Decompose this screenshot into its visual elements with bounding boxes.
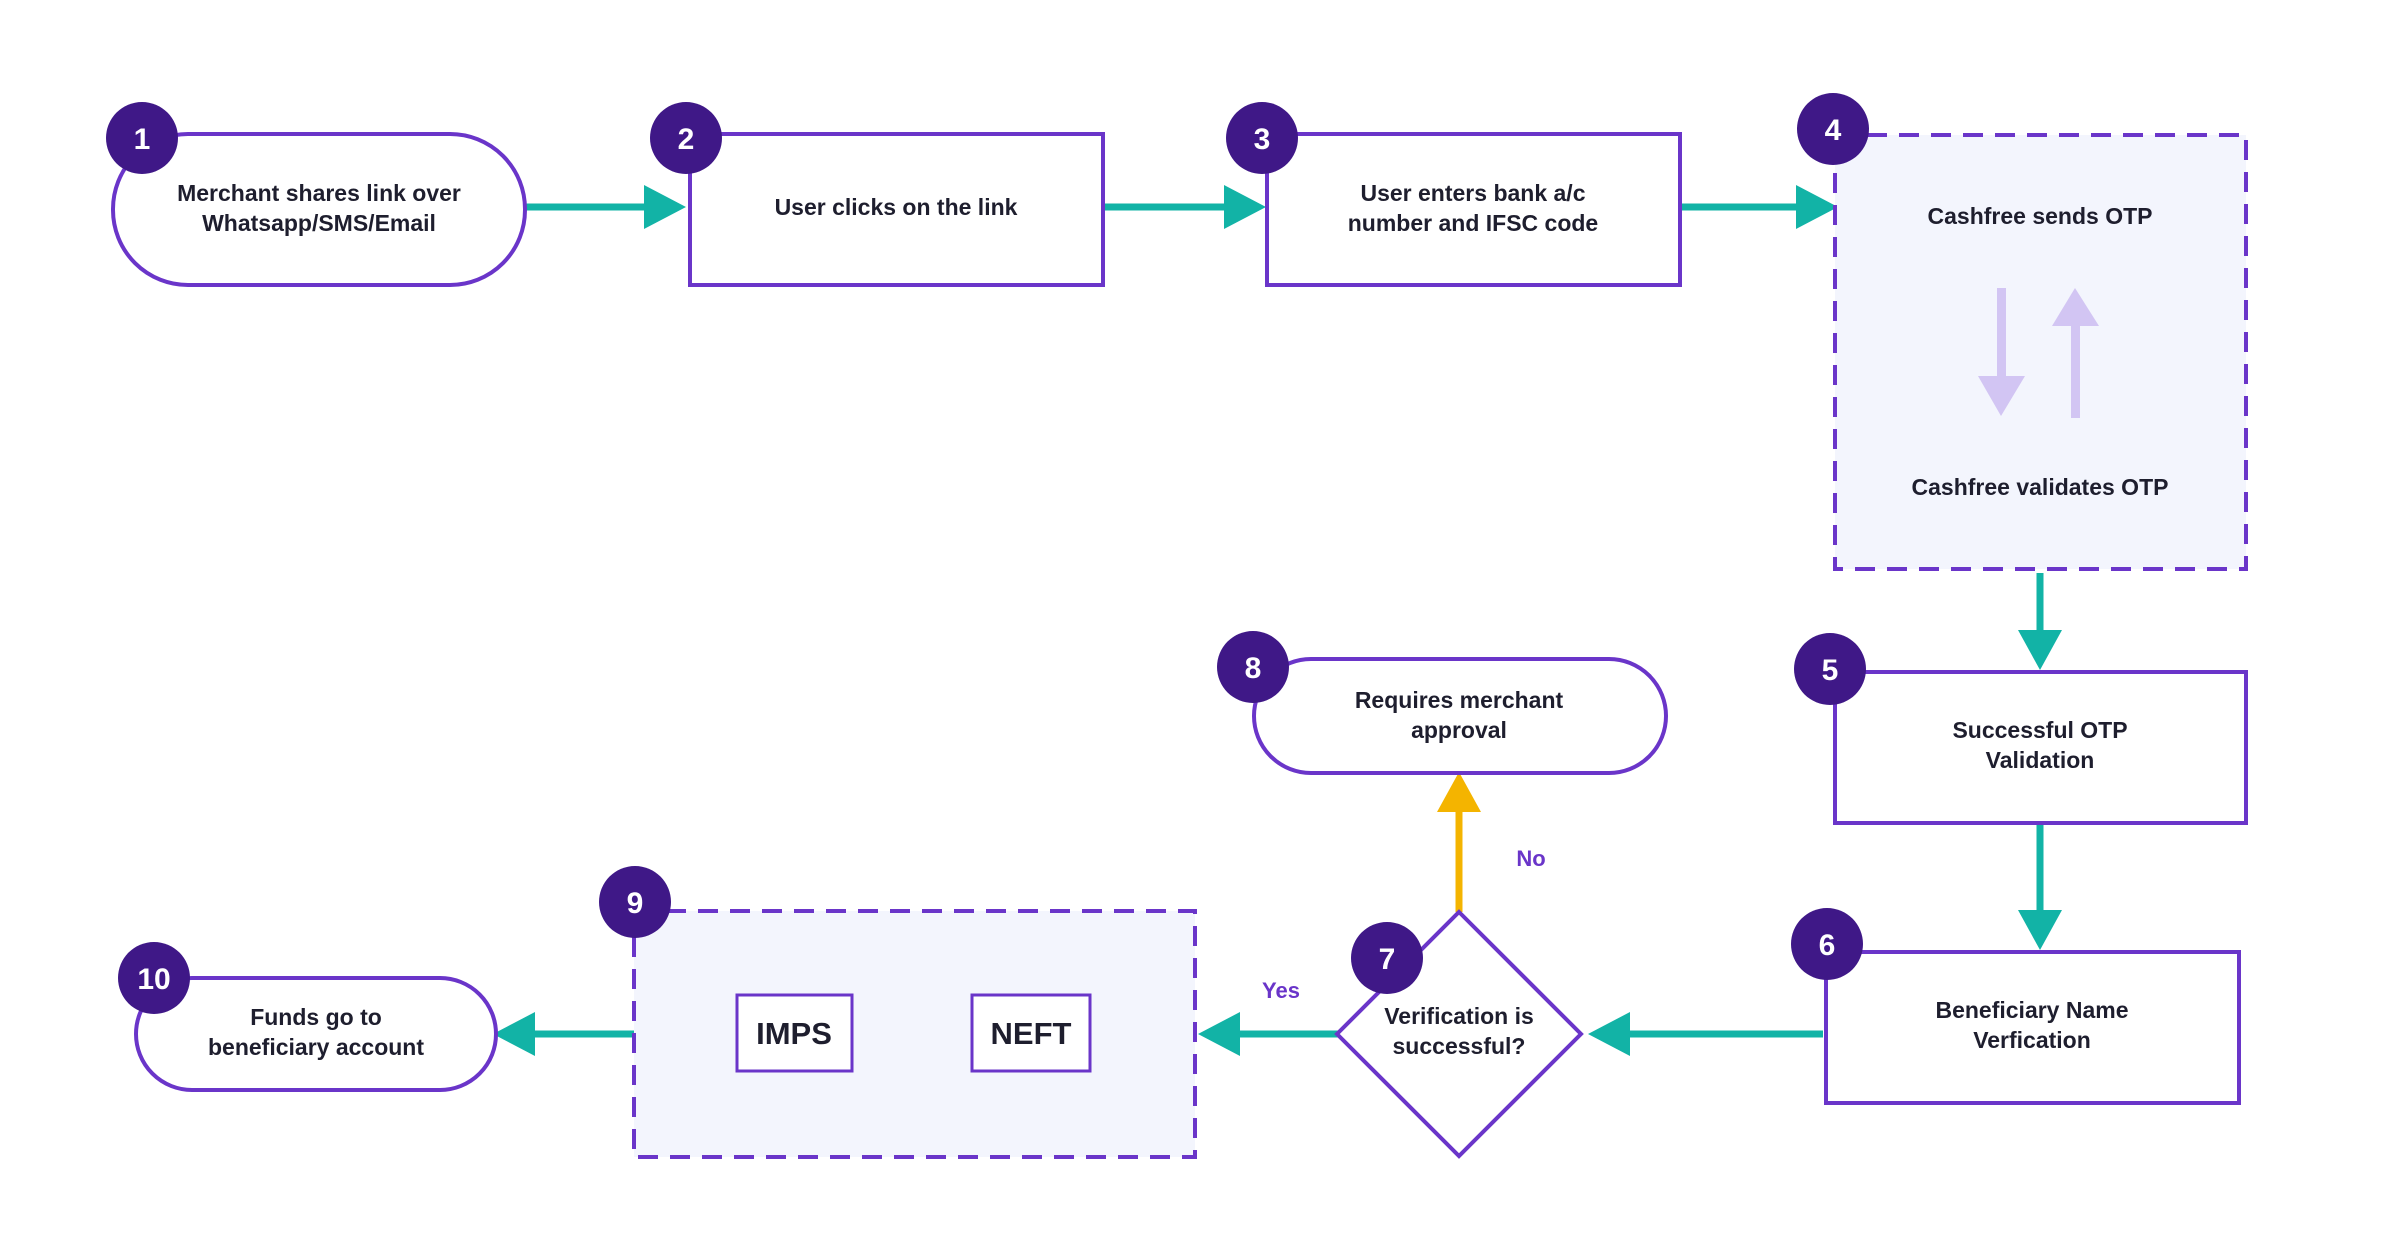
- node-5-shape: [1833, 670, 2248, 825]
- badge-8-number: 8: [1245, 652, 1262, 685]
- node-4-panel: [1833, 133, 2248, 571]
- node-8-line1: Requires merchant: [1355, 687, 1564, 713]
- badge-7-number: 7: [1379, 943, 1396, 976]
- badge-7: 7: [1351, 922, 1423, 994]
- node-9: IMPS NEFT: [632, 909, 1197, 1159]
- node-4-bottom-text: Cashfree validates OTP: [1912, 474, 2169, 500]
- arrowhead-5-6: [2018, 910, 2062, 950]
- node-8-line2: approval: [1411, 717, 1507, 743]
- badge-10-number: 10: [137, 963, 170, 996]
- badge-9: 9: [599, 866, 671, 938]
- otp-down-arrow-shaft: [1997, 288, 2006, 380]
- badge-8-circle: [1217, 631, 1289, 703]
- arrowhead-4-5: [2018, 630, 2062, 670]
- badge-4: 4: [1797, 93, 1869, 165]
- badge-1-circle: [106, 102, 178, 174]
- badge-2: 2: [650, 102, 722, 174]
- node-10-line2: beneficiary account: [208, 1034, 424, 1060]
- badge-2-number: 2: [678, 123, 695, 156]
- node-4-top-text: Cashfree sends OTP: [1928, 203, 2153, 229]
- badge-1: 1: [106, 102, 178, 174]
- node-1-line2: Whatsapp/SMS/Email: [202, 210, 436, 236]
- arrowhead-7-9: [1198, 1012, 1240, 1056]
- node-7-line1: Verification is: [1384, 1003, 1534, 1029]
- otp-up-arrow-icon: [2052, 288, 2099, 326]
- badge-5-number: 5: [1822, 654, 1839, 687]
- node-8-shape: [1252, 657, 1668, 775]
- arrowhead-6-7: [1588, 1012, 1630, 1056]
- edge-label-yes: Yes: [1262, 978, 1300, 1003]
- arrowhead-7-8: [1437, 772, 1481, 812]
- arrowhead-1-2: [644, 185, 686, 229]
- node-10: Funds go to beneficiary account: [134, 976, 498, 1092]
- node-6-line2: Verfication: [1973, 1027, 2091, 1053]
- arrowhead-2-3: [1224, 185, 1266, 229]
- badge-6-circle: [1791, 908, 1863, 980]
- badge-4-number: 4: [1825, 114, 1842, 147]
- badge-1-number: 1: [134, 123, 151, 156]
- badge-3-circle: [1226, 102, 1298, 174]
- node-10-line1: Funds go to: [250, 1004, 382, 1030]
- method-imps-box: [735, 993, 854, 1073]
- node-5: Successful OTP Validation: [1833, 670, 2248, 825]
- node-1: Merchant shares link over Whatsapp/SMS/E…: [111, 132, 527, 287]
- node-8: Requires merchant approval: [1252, 657, 1668, 775]
- node-7-line2: successful?: [1393, 1033, 1526, 1059]
- badges: 1 2 3 4 5 6 7 8: [106, 93, 1869, 1014]
- badge-3: 3: [1226, 102, 1298, 174]
- edge-label-no: No: [1516, 846, 1545, 871]
- otp-up-arrow-shaft: [2071, 320, 2080, 418]
- node-6-line1: Beneficiary Name: [1935, 997, 2128, 1023]
- edges: [493, 185, 2062, 1056]
- node-6: Beneficiary Name Verfication: [1824, 950, 2241, 1105]
- node-3: User enters bank a/c number and IFSC cod…: [1265, 132, 1682, 287]
- node-3-line2: number and IFSC code: [1348, 210, 1598, 236]
- node-2-line1: User clicks on the link: [775, 194, 1018, 220]
- badge-6-number: 6: [1819, 929, 1836, 962]
- badge-6: 6: [1791, 908, 1863, 980]
- badge-8: 8: [1217, 631, 1289, 703]
- badge-10: 10: [118, 942, 190, 1014]
- badge-10-circle: [118, 942, 190, 1014]
- node-6-shape: [1824, 950, 2241, 1105]
- badge-3-number: 3: [1254, 123, 1271, 156]
- badge-4-circle: [1797, 93, 1869, 165]
- method-neft-box: [970, 993, 1092, 1073]
- node-1-line1: Merchant shares link over: [177, 180, 461, 206]
- node-2: User clicks on the link: [688, 132, 1105, 287]
- badge-9-circle: [599, 866, 671, 938]
- badge-2-circle: [650, 102, 722, 174]
- node-3-shape: [1265, 132, 1682, 287]
- badge-5: 5: [1794, 633, 1866, 705]
- badge-9-number: 9: [627, 887, 644, 920]
- badge-7-circle: [1351, 922, 1423, 994]
- otp-down-arrow-icon: [1978, 376, 2025, 416]
- arrowhead-9-10: [493, 1012, 535, 1056]
- node-1-shape: [111, 132, 527, 287]
- arrowhead-3-4: [1796, 185, 1838, 229]
- node-10-shape: [134, 976, 498, 1092]
- badge-5-circle: [1794, 633, 1866, 705]
- node-2-shape: [688, 132, 1105, 287]
- node-4: Cashfree sends OTP Cashfree validates OT…: [1833, 133, 2248, 571]
- node-9-panel: [632, 909, 1197, 1159]
- node-3-line1: User enters bank a/c: [1360, 180, 1585, 206]
- node-5-line2: Validation: [1986, 747, 2095, 773]
- node-5-line1: Successful OTP: [1952, 717, 2127, 743]
- method-imps-label: IMPS: [756, 1016, 832, 1051]
- method-neft-label: NEFT: [991, 1016, 1072, 1051]
